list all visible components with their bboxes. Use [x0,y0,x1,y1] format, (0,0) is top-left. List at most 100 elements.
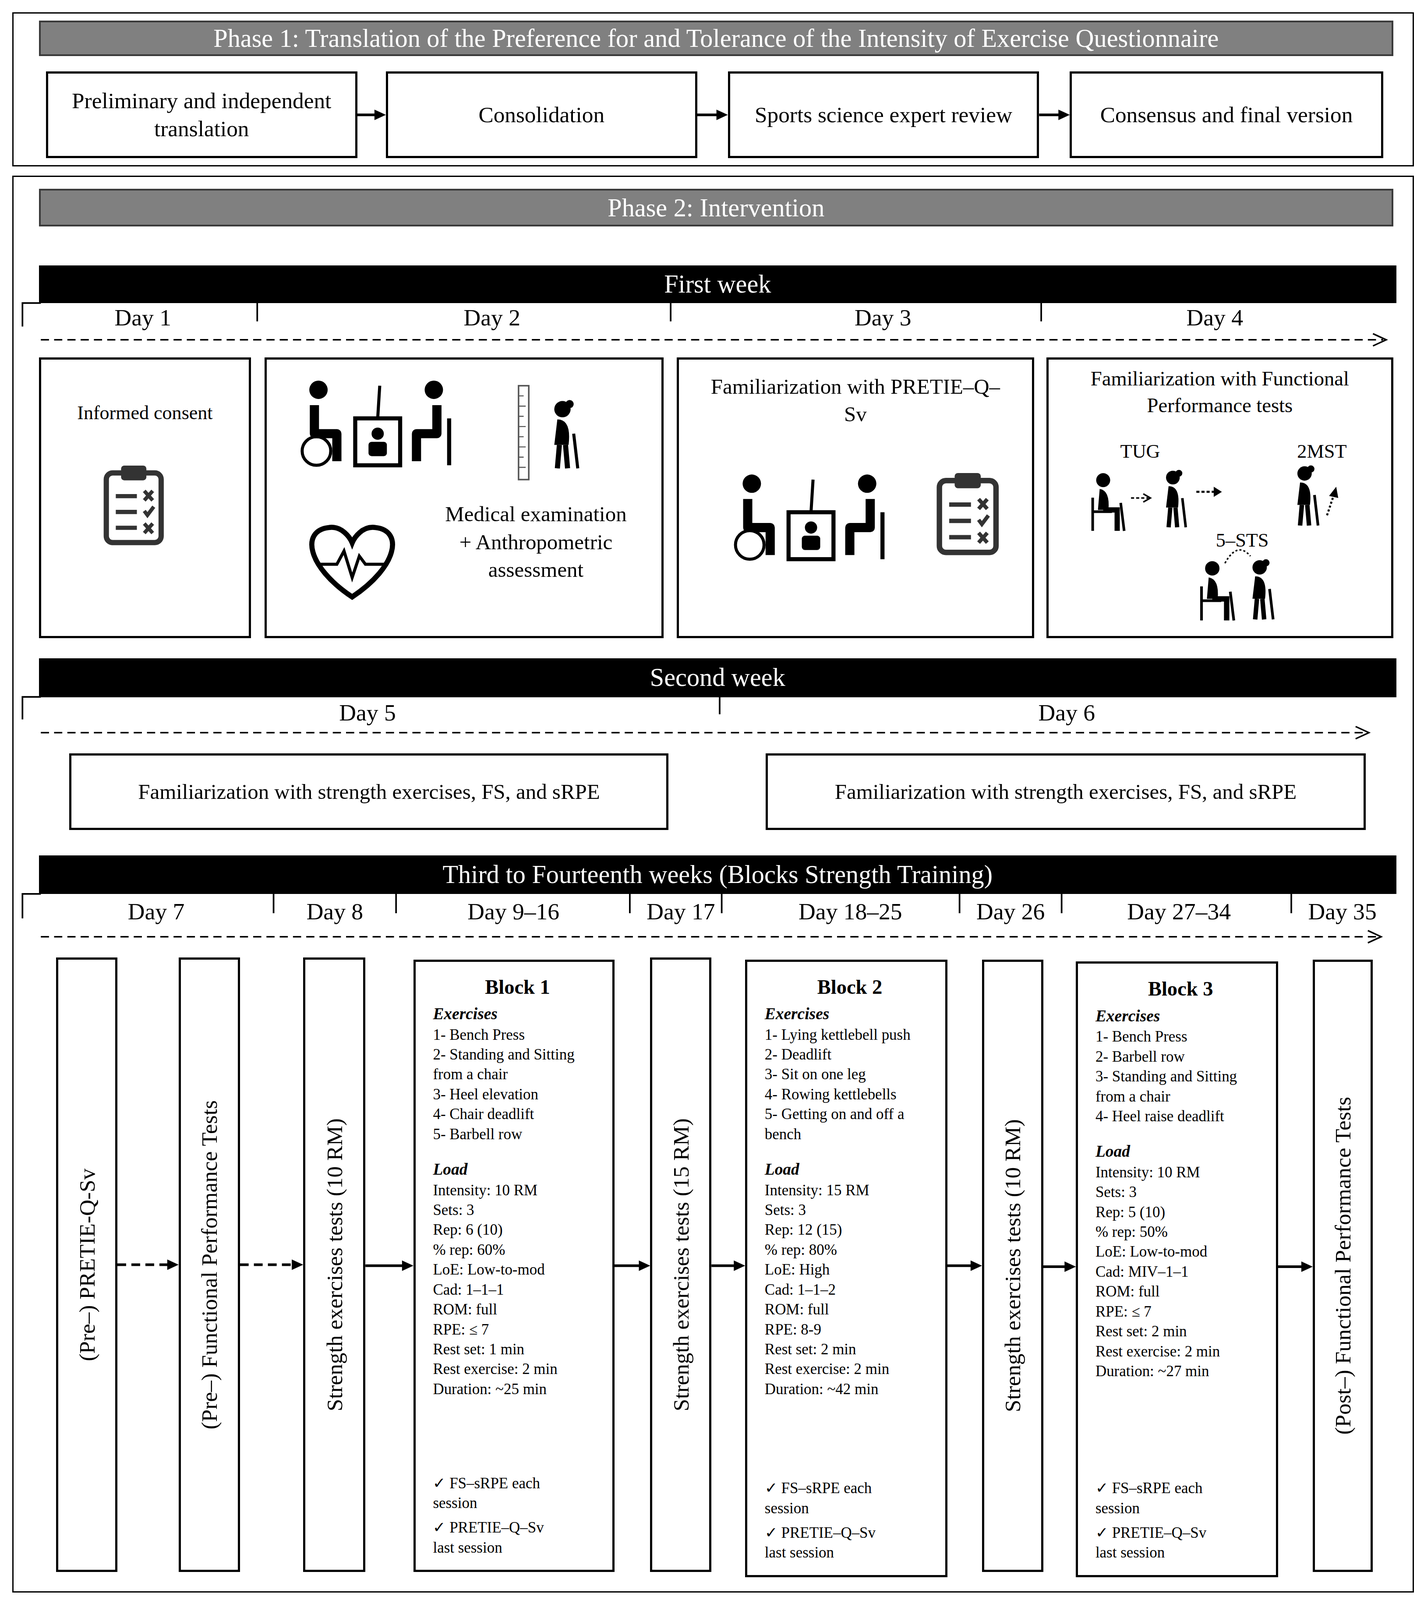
vertical-step-box: Strength exercises tests (10 RM) [982,959,1044,1573]
vertical-text: Strength exercises tests (10 RM) [999,961,1027,1570]
step-box: Familiarization with strength exercises,… [69,753,669,831]
block-item: Rest exercise: 2 min [764,1359,936,1379]
node-text: Familiarization with PRETIE–Q–Sv [702,372,1009,429]
test-label: 2MST [1270,438,1373,465]
block-item: Cad: MIV–1–1 [1095,1261,1266,1282]
connector [614,1260,651,1272]
day-label: Day 6 [1035,699,1098,727]
training-block: Block 1Exercises1- Bench Press2- Standin… [413,959,615,1573]
connector-line [697,113,720,117]
block-item: Duration: ~42 min [764,1379,936,1400]
block-item: 4- Chair deadlift [432,1104,602,1124]
block-title: Block 2 [764,974,936,1001]
week-band: First week [38,265,1397,304]
block-item: 2- Deadlift [764,1044,936,1065]
step-box: Familiarization with Functional Performa… [1046,357,1394,639]
connector-line [365,1264,405,1268]
block-item: 1- Bench Press [432,1024,602,1045]
block-item: 4- Heel raise deadlift [1095,1106,1266,1127]
block-item: Rep: 12 (15) [764,1219,936,1240]
connector [240,1259,304,1270]
block-item: 1- Bench Press [1095,1026,1266,1047]
block-subtitle: Load [764,1158,936,1181]
step-box: Preliminary and independent translation [45,71,358,159]
day-label: Day 1 [112,303,174,332]
connector-line [1038,113,1061,117]
block-title: Block 3 [1095,975,1266,1003]
check-item: ✓ FS–sRPE each session [432,1464,563,1514]
block-item: Sets: 3 [764,1200,936,1220]
block-item: 5- Getting on and off a bench [764,1104,936,1145]
arrow-head [1064,1261,1076,1273]
node-text: Consolidation [478,100,605,129]
block-item: ROM: full [764,1299,936,1320]
block-item: Rep: 5 (10) [1095,1202,1266,1223]
day-label: Day 7 [125,897,188,926]
vertical-text: (Post–) Functional Performance Tests [1329,961,1357,1570]
phase-panel: Phase 2: InterventionFirst weekInformed … [12,175,1414,1593]
day-label: Day 3 [851,303,914,332]
connector-line [240,1263,295,1266]
block-item: Sets: 3 [1095,1182,1266,1202]
check-item: ✓ FS–sRPE each session [764,1469,895,1519]
block-item: Duration: ~27 min [1095,1361,1266,1382]
block-item: % rep: 80% [764,1240,936,1260]
block-item: Sets: 3 [432,1200,602,1220]
arrow-head [402,1260,414,1272]
node-text: Consensus and final version [1100,100,1354,129]
connector-line [1278,1265,1304,1269]
arrow-head [291,1259,304,1270]
arrow-head [1301,1261,1313,1273]
step-box: Familiarization with PRETIE–Q–Sv [676,357,1035,639]
arrow-head [733,1260,746,1272]
block-item: 3- Sit on one leg [764,1064,936,1085]
block-item: 2- Standing and Sitting from a chair [432,1044,602,1085]
connector-line [357,113,378,117]
block-item: Cad: 1–1–1 [432,1279,602,1300]
vertical-text: (Pre–) PRETIE-Q-Sv [73,959,101,1570]
node-text: Sports science expert review [754,100,1013,129]
connector [365,1260,414,1272]
block-subtitle: Load [1095,1141,1266,1163]
vertical-text: Strength exercises tests (10 RM) [320,959,348,1570]
connector [117,1259,179,1270]
day-label: Day 2 [461,303,523,332]
block-item: 3- Standing and Sitting from a chair [1095,1066,1266,1107]
arrow-head [970,1260,983,1272]
timeline-arrows [40,333,1387,944]
icons [106,380,1339,621]
block-subtitle: Exercises [764,1003,936,1025]
connector-line [614,1264,642,1268]
block-item: LoE: High [764,1259,936,1280]
check-item: ✓ PRETIE–Q–Sv last session [432,1517,563,1558]
arrow-head [374,109,386,121]
connector [1278,1261,1313,1273]
connector [947,1260,983,1272]
block-item: LoE: Low-to-mod [432,1259,602,1280]
day-label: Day 8 [303,897,366,926]
block-item: Rep: 6 (10) [432,1219,602,1240]
block-item: 4- Rowing kettlebells [764,1084,936,1105]
day-label: Day 27–34 [1124,897,1234,926]
node-text: Medical examination + Anthropometric ass… [444,500,628,584]
band-text: Third to Fourteenth weeks (Blocks Streng… [442,858,993,891]
step-box: Familiarization with strength exercises,… [765,753,1366,831]
node-text: Preliminary and independent translation [56,86,347,143]
connector [1038,109,1070,121]
block-item: % rep: 50% [1095,1222,1266,1242]
arrow-head [167,1259,179,1270]
day-label: Day 5 [336,699,399,727]
node-text: Familiarization with strength exercises,… [137,778,600,806]
phase-title: Phase 2: Intervention [38,188,1394,227]
training-block: Block 2Exercises1- Lying kettlebell push… [745,959,947,1578]
block-item: RPE: ≤ 7 [432,1319,602,1340]
vertical-step-box: Strength exercises tests (15 RM) [650,957,712,1573]
connector-line [711,1264,737,1268]
vertical-text: (Pre–) Functional Performance Tests [195,959,223,1570]
day-label: Day 35 [1305,897,1379,926]
block-title: Block 1 [432,974,602,1001]
band-text: First week [664,268,771,301]
phase-panel: Phase 1: Translation of the Preference f… [12,12,1414,167]
band-text: Second week [650,661,786,694]
